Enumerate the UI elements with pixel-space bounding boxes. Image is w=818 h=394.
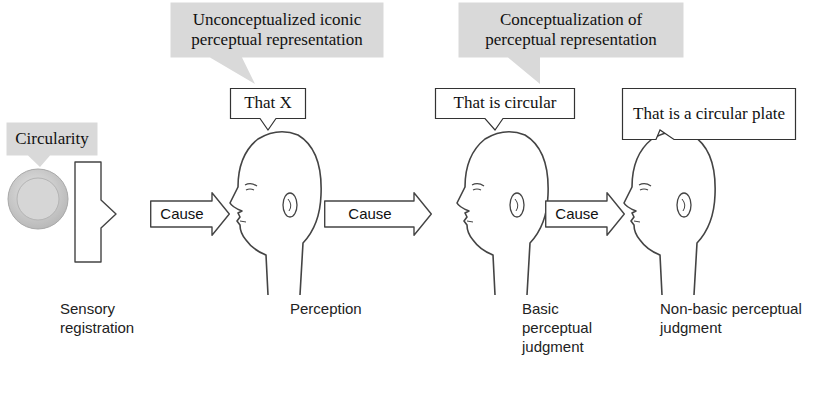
head-profile [624,132,715,295]
callout-box: Circularity [6,122,98,156]
callout-text: Circularity [15,129,89,149]
head-profile [230,132,321,295]
speech-bubble: That is circular [435,88,575,119]
arrow-label: Cause [555,205,598,223]
sensory-registration-box [75,162,116,262]
callout-text: Unconceptualized iconic perceptual repre… [178,10,376,51]
stage-label: Non-basic perceptual judgment [660,300,815,338]
callout-text: That X [244,93,292,113]
callout-text: Conceptualization of perceptual represen… [466,10,676,51]
cause-arrow: Cause [324,192,432,236]
stage-label: Basic perceptual judgment [522,300,602,356]
arrow-label: Cause [348,205,391,223]
stage-label: Sensory registration [60,300,160,338]
head-profile [457,132,548,295]
stage-label: Perception [290,300,400,319]
plate [8,169,68,229]
speech-bubble: That is a circular plate [622,88,796,140]
cause-arrow: Cause [545,192,625,236]
arrow-label: Cause [160,205,203,223]
callout-box: Unconceptualized iconic perceptual repre… [170,2,384,58]
callout-text: That is circular [454,93,557,113]
callout-text: That is a circular plate [633,104,785,124]
cause-arrow: Cause [150,192,230,236]
speech-bubble: That X [230,88,306,119]
callout-box: Conceptualization of perceptual represen… [458,2,684,58]
